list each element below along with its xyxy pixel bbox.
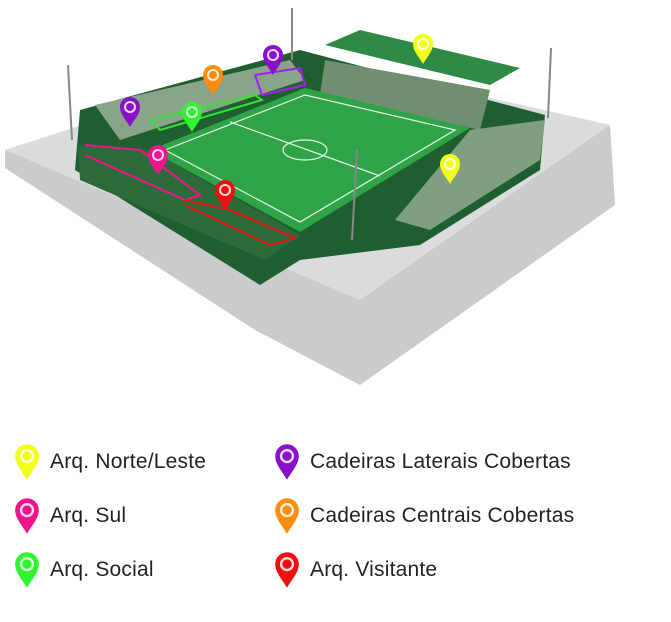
legend-label: Cadeiras Centrais Cobertas [310,504,575,527]
legend-item-arq-sul: Arq. Sul [14,496,126,536]
map-pin-arq-social[interactable] [181,101,203,133]
map-pin-icon [439,153,461,185]
legend-item-arq-social: Arq. Social [14,550,154,590]
legend-label: Arq. Visitante [310,558,438,581]
map-pin-icon [202,64,224,96]
legend-label: Arq. Norte/Leste [50,450,207,473]
map-pin-cadeiras-laterais[interactable] [119,96,141,128]
pitch-lines [163,94,457,223]
map-pin-icon [262,44,284,76]
map-pin-icon [181,101,203,133]
map-pin-arq-visitante[interactable] [214,179,236,211]
map-pin-icon [274,497,300,535]
south-stand [78,145,300,260]
map-pin-arq-norte-leste[interactable] [439,153,461,185]
legend-label: Arq. Social [50,558,154,581]
zone-outline-pink [84,144,203,202]
legend-label: Arq. Sul [50,504,127,527]
legend-item-cadeiras-centrais: Cadeiras Centrais Cobertas [274,496,574,536]
east-stand [320,60,490,130]
legend-item-arq-norte-leste: Arq. Norte/Leste [14,442,206,482]
legend-item-arq-visitante: Arq. Visitante [274,550,437,590]
map-pin-cadeiras-laterais[interactable] [262,44,284,76]
map-pin-icon [412,33,434,65]
legend-label: Cadeiras Laterais Cobertas [310,450,571,473]
map-pin-icon [14,497,40,535]
north-stand [395,120,545,230]
map-pin-cadeiras-centrais[interactable] [202,64,224,96]
zone-outline-red [184,199,298,247]
floodlights [67,8,552,241]
map-pin-icon [14,551,40,589]
map-pin-icon [119,96,141,128]
map-pin-arq-sul[interactable] [147,144,169,176]
map-pin-icon [147,144,169,176]
legend-item-cadeiras-laterais: Cadeiras Laterais Cobertas [274,442,571,482]
map-pin-icon [274,443,300,481]
zone-outline-green [149,93,265,132]
zone-outline-purple [254,66,307,97]
map-pin-icon [14,443,40,481]
map-pin-icon [214,179,236,211]
map-pin-icon [274,551,300,589]
stadium-map [5,8,615,385]
west-stand [95,60,305,140]
map-pin-arq-norte-leste[interactable] [412,33,434,65]
